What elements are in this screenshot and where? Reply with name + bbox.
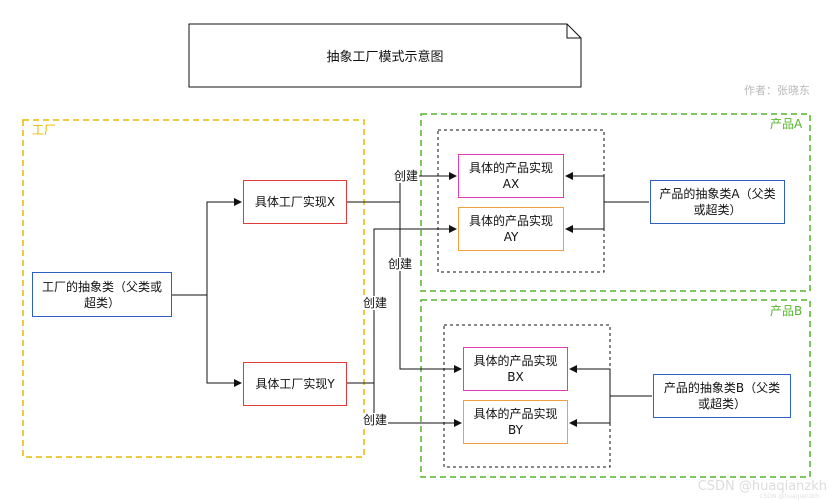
product-ax-line1: 具体的产品实现: [468, 161, 553, 175]
abstract-product-a-node: 产品的抽象类A（父类或超类）: [650, 180, 785, 224]
factory-y-node: 具体工厂实现Y: [243, 362, 347, 406]
abstract-product-a-label: 产品的抽象类A（父类或超类）: [659, 187, 776, 217]
diagram-title: 抽象工厂模式示意图: [326, 50, 444, 65]
product-ay-line1: 具体的产品实现: [468, 214, 553, 228]
edge-label-create-ay: 创建: [362, 296, 389, 310]
abstract-product-b-label: 产品的抽象类B（父类或超类）: [663, 381, 781, 411]
factory-y-label: 具体工厂实现Y: [255, 377, 335, 391]
factory-group-label: 工厂: [32, 123, 57, 137]
edge-factory-to-y: [206, 295, 242, 387]
product-by-line2: BY: [508, 423, 523, 437]
product-ay-line2: AY: [503, 230, 519, 244]
edge-abstract-a-to-ay: [565, 202, 605, 233]
edge-abstract-b-to-by: [569, 396, 611, 427]
abstract-factory-label: 工厂的抽象类（父类或超类）: [41, 279, 162, 310]
edge-label-create-bx: 创建: [387, 257, 414, 271]
product-by-line1: 具体的产品实现: [473, 407, 558, 421]
abstract-product-b-node: 产品的抽象类B（父类或超类）: [653, 374, 791, 418]
author-credit: 作者：张晓东: [744, 84, 810, 97]
product-by-node: 具体的产品实现 BY: [463, 400, 568, 444]
edge-x-to-ax: [347, 172, 457, 203]
product-b-group-label: 产品B: [770, 304, 803, 318]
product-ax-node: 具体的产品实现 AX: [458, 154, 564, 198]
product-ay-node: 具体的产品实现 AY: [458, 207, 564, 251]
title-note-shape: [188, 23, 582, 88]
product-b-group-frame: [420, 299, 811, 478]
watermark: CSDN @huaqianzkh: [697, 479, 827, 494]
product-bx-line2: BX: [507, 370, 524, 384]
factory-x-node: 具体工厂实现X: [243, 180, 347, 224]
product-ax-line2: AX: [502, 177, 520, 191]
edge-abstract-a-to-ax: [565, 172, 649, 203]
product-bx-node: 具体的产品实现 BX: [463, 347, 568, 391]
edge-label-create-by: 创建: [362, 413, 389, 427]
edge-x-to-bx: [399, 202, 462, 373]
factory-x-label: 具体工厂实现X: [254, 195, 336, 209]
watermark-small: CSDN @huaqianzkh: [759, 493, 819, 500]
product-bx-line1: 具体的产品实现: [473, 354, 558, 368]
edge-abstract-b-to-bx: [569, 365, 652, 397]
product-a-group-frame: [420, 113, 811, 292]
edge-factory-to-x: [172, 198, 242, 296]
factory-group-frame: [22, 119, 365, 458]
edge-label-create-ax: 创建: [393, 169, 420, 183]
abstract-factory-node: 工厂的抽象类（父类或超类）: [32, 272, 172, 317]
product-a-group-label: 产品A: [770, 117, 803, 131]
